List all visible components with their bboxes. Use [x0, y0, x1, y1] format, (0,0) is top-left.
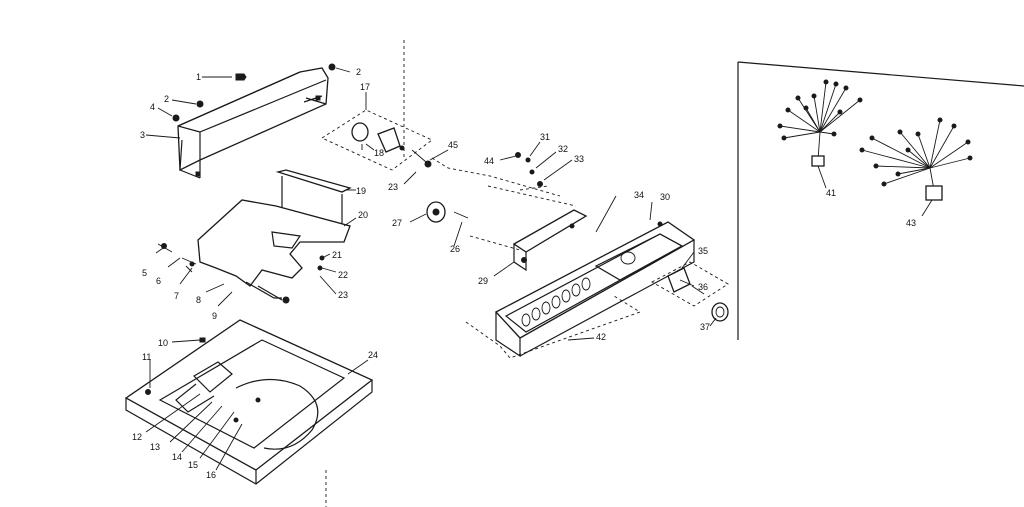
label-18: 18 [374, 148, 384, 158]
label-5: 5 [142, 268, 147, 278]
label-14: 14 [172, 452, 182, 462]
label-11: 11 [142, 352, 151, 362]
part-labels: 1 2 2 3 4 5 6 7 8 9 10 11 12 13 14 15 16… [132, 67, 916, 480]
motor-and-switch-plate [426, 157, 588, 277]
label-34: 34 [634, 190, 644, 200]
console-cover [177, 67, 329, 179]
control-panel [465, 221, 696, 359]
label-6: 6 [156, 276, 161, 286]
label-3: 3 [140, 130, 145, 140]
label-2b: 2 [164, 94, 169, 104]
label-24: 24 [368, 350, 378, 360]
knob-and-bracket [651, 261, 729, 322]
label-35: 35 [698, 246, 708, 256]
label-26: 26 [450, 244, 460, 254]
label-30: 30 [660, 192, 670, 202]
label-1: 1 [196, 72, 201, 82]
wire-harness-box [737, 61, 1024, 340]
label-42: 42 [596, 332, 606, 342]
label-33: 33 [574, 154, 584, 164]
label-31: 31 [540, 132, 550, 142]
control-bracket [157, 169, 352, 304]
screws-right [411, 141, 573, 191]
label-23a: 23 [338, 290, 348, 300]
label-27: 27 [392, 218, 402, 228]
label-16: 16 [206, 470, 216, 480]
label-22: 22 [338, 270, 348, 280]
label-32: 32 [558, 144, 568, 154]
label-7: 7 [174, 291, 179, 301]
label-12: 12 [132, 432, 142, 442]
label-10: 10 [158, 338, 168, 348]
label-4: 4 [150, 102, 155, 112]
label-17: 17 [360, 82, 370, 92]
top-panel [124, 319, 374, 485]
label-2a: 2 [356, 67, 361, 77]
label-45: 45 [448, 140, 458, 150]
label-36: 36 [698, 282, 708, 292]
label-9: 9 [212, 311, 217, 321]
timer-assembly [321, 92, 433, 171]
wire-harness-41 [777, 79, 863, 189]
label-37: 37 [700, 322, 710, 332]
label-23b: 23 [388, 182, 398, 192]
label-8: 8 [196, 295, 201, 305]
wire-harness-43 [859, 117, 973, 217]
screws-top [145, 63, 351, 139]
cycle-button-row [521, 277, 591, 327]
label-21: 21 [332, 250, 342, 260]
leader-lines [145, 143, 717, 471]
label-41: 41 [826, 188, 836, 198]
label-20: 20 [358, 210, 368, 220]
label-29: 29 [478, 276, 488, 286]
label-44: 44 [484, 156, 494, 166]
label-15: 15 [188, 460, 198, 470]
label-13: 13 [150, 442, 160, 452]
label-43: 43 [906, 218, 916, 228]
label-19: 19 [356, 186, 366, 196]
